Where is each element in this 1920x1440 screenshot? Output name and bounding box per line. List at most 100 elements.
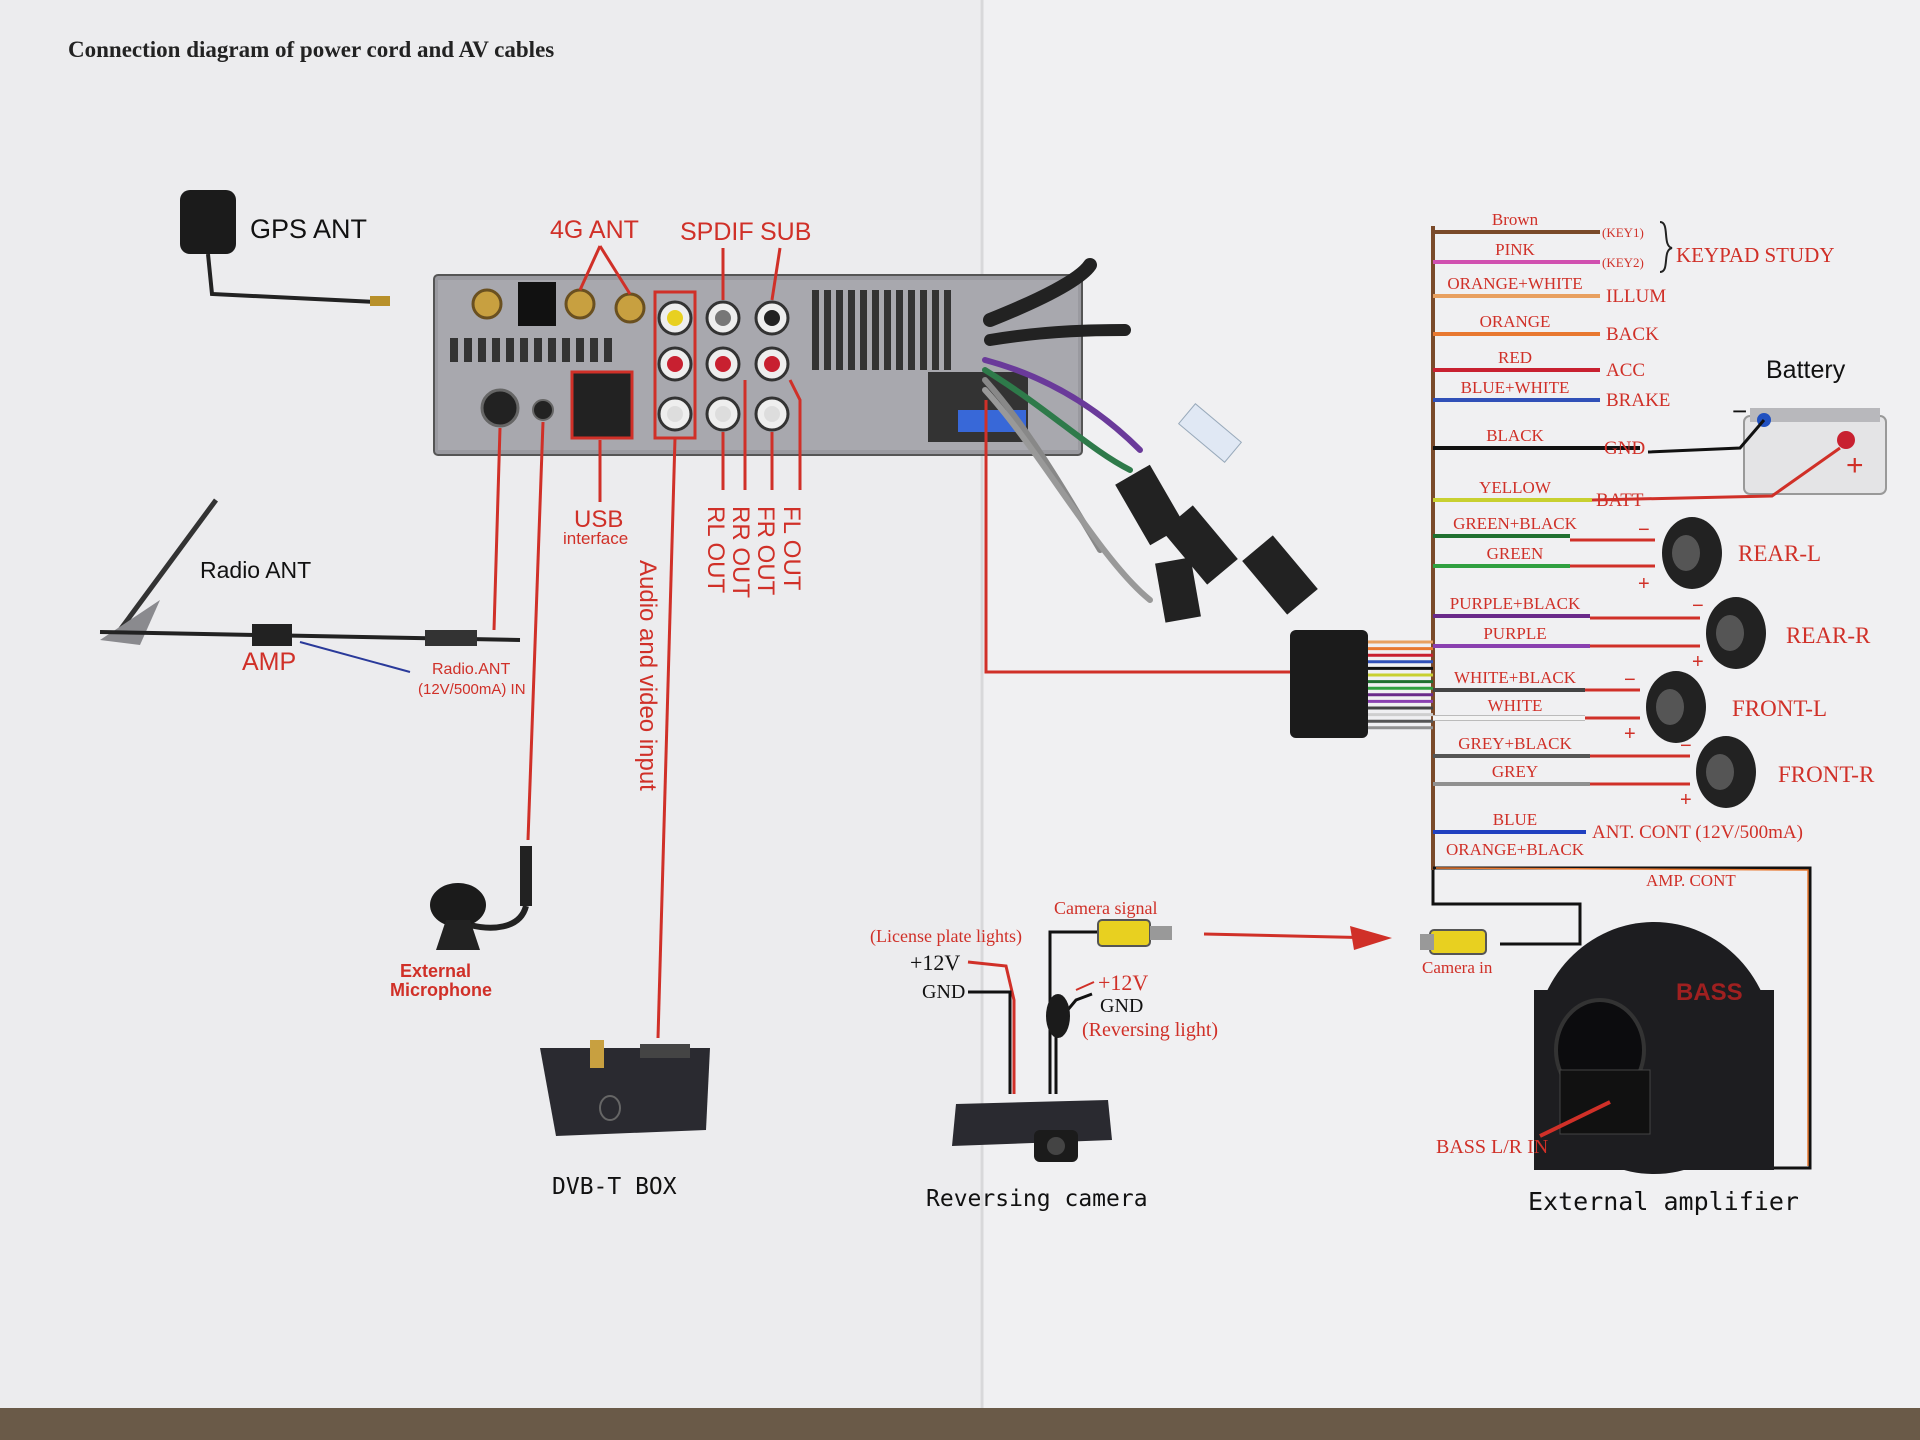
- svg-text:−: −: [1732, 396, 1747, 426]
- dvb-box-icon: [540, 1040, 710, 1136]
- 4g-ant-pointer: [578, 245, 632, 295]
- svg-text:+: +: [1638, 573, 1650, 595]
- ext-mic-label-1: External: [400, 961, 471, 981]
- subwoofer-amplifier-icon: BASS: [1534, 922, 1774, 1174]
- camera-in-label: Camera in: [1422, 958, 1493, 977]
- fr-out-label: FR OUT: [752, 506, 779, 596]
- radio-ant-pointer: [492, 427, 502, 631]
- wire-color-label: PURPLE: [1483, 624, 1546, 643]
- keypad-brace: [1659, 221, 1673, 273]
- svg-text:+: +: [1692, 651, 1704, 673]
- wire-color-label: GREY+BLACK: [1458, 734, 1572, 753]
- ext-amplifier-label: External amplifier: [1528, 1187, 1799, 1216]
- camera-signal-lead: [1048, 930, 1100, 1094]
- wire-color-label: GREEN: [1487, 544, 1544, 563]
- wire-color-label: GREY: [1492, 762, 1538, 781]
- wire-color-label: BLUE+WHITE: [1461, 378, 1570, 397]
- amp-cont-label: AMP. CONT: [1646, 871, 1736, 890]
- wire-function-label: (KEY1): [1602, 225, 1644, 240]
- svg-text:−: −: [1680, 735, 1692, 757]
- svg-text:+: +: [1624, 723, 1636, 745]
- wire-color-label: YELLOW: [1479, 478, 1552, 497]
- wire-function-label: ILLUM: [1606, 286, 1666, 307]
- wire-color-label: PINK: [1495, 240, 1535, 259]
- reversing-light-label: (Reversing light): [1082, 1019, 1218, 1041]
- page-title: Connection diagram of power cord and AV …: [68, 37, 554, 62]
- battery-icon: − +: [1732, 396, 1887, 495]
- fl-out-label: FL OUT: [778, 506, 805, 591]
- gnd-a-lead: [968, 990, 1012, 1094]
- wire-function-label: GND: [1604, 438, 1645, 459]
- dvb-box-label: DVB-T BOX: [552, 1174, 677, 1200]
- av-input-label: Audio and video input: [634, 560, 661, 791]
- wire-color-label: RED: [1498, 348, 1532, 367]
- speaker-front-l-icon: − +: [1585, 669, 1706, 745]
- wire-color-label: WHITE: [1488, 696, 1543, 715]
- harness-cables: [982, 258, 1318, 623]
- gps-ant-label: GPS ANT: [250, 214, 367, 244]
- wire-color-label: BLACK: [1486, 426, 1544, 445]
- radio-antenna-icon: [99, 498, 521, 673]
- head-unit-rear-panel: [433, 274, 1083, 456]
- wire-color-label: Brown: [1492, 210, 1539, 229]
- rr-out-label: RR OUT: [727, 506, 754, 598]
- camera-in-lead: [1431, 870, 1582, 946]
- speaker-front-r-icon: − +: [1590, 735, 1756, 811]
- radio-ant-in-label: Radio.ANT: [432, 661, 510, 678]
- battery-label: Battery: [1766, 356, 1846, 384]
- usb-sublabel: interface: [563, 529, 628, 548]
- camera-rca-plug-icon: [1097, 919, 1172, 947]
- mic-pointer: [526, 421, 545, 841]
- wire-color-label: WHITE+BLACK: [1454, 668, 1577, 687]
- sub-label: SUB: [760, 218, 811, 246]
- speaker-rear-l-icon: − +: [1570, 517, 1722, 595]
- camera-signal-label: Camera signal: [1054, 898, 1157, 918]
- connector-leads: [1368, 640, 1433, 730]
- plus12v-a-lead: [967, 960, 1016, 1094]
- front-r-label: FRONT-R: [1778, 762, 1875, 787]
- gps-antenna-icon: [180, 190, 390, 306]
- svg-text:+: +: [1680, 789, 1692, 811]
- wire-color-label: PURPLE+BLACK: [1450, 594, 1581, 613]
- svg-text:BASS: BASS: [1676, 979, 1743, 1006]
- rl-out-label: RL OUT: [702, 506, 729, 593]
- wire-function-label: BACK: [1606, 324, 1659, 345]
- wire-function-label: (KEY2): [1602, 255, 1644, 270]
- wire-function-label: ANT. CONT (12V/500mA): [1592, 822, 1803, 843]
- reversing-camera-label: Reversing camera: [926, 1186, 1148, 1212]
- bass-in-label: BASS L/R IN: [1436, 1136, 1548, 1158]
- reversing-splice: [1046, 994, 1070, 1038]
- svg-text:−: −: [1624, 669, 1636, 691]
- camera-in-rca-icon: [1420, 929, 1487, 955]
- usb-label: USB: [574, 506, 623, 533]
- svg-text:−: −: [1692, 595, 1704, 617]
- batt-lead: [1591, 446, 1841, 502]
- gnd-a-label: GND: [922, 981, 965, 1003]
- amp-label: AMP: [242, 648, 296, 676]
- wire-color-label: BLUE: [1493, 810, 1537, 829]
- rear-l-label: REAR-L: [1738, 541, 1821, 566]
- plus12v-b-pointer: [1075, 981, 1095, 991]
- gnd-b-label: GND: [1100, 995, 1143, 1017]
- gnd-lead: [1647, 419, 1766, 454]
- wire-list: Brown(KEY1)PINK(KEY2)ORANGE+WHITEILLUMOR…: [1433, 210, 1803, 859]
- 4g-ant-label: 4G ANT: [550, 216, 639, 244]
- front-l-label: FRONT-L: [1732, 696, 1827, 721]
- wire-function-label: ACC: [1606, 360, 1645, 381]
- svg-text:+: +: [1846, 449, 1864, 482]
- speaker-rear-r-icon: − +: [1590, 595, 1766, 673]
- wire-color-label: ORANGE+WHITE: [1447, 274, 1582, 293]
- license-lights-label: (License plate lights): [870, 926, 1022, 947]
- wire-color-label: ORANGE: [1480, 312, 1551, 331]
- plus12v-b-label: +12V: [1098, 970, 1148, 995]
- camera-arrow: [1203, 932, 1381, 940]
- table-edge: [0, 1408, 1920, 1440]
- radio-ant-in-spec: (12V/500mA) IN: [418, 681, 526, 698]
- rear-r-label: REAR-R: [1786, 623, 1871, 648]
- reversing-camera-icon: [952, 1100, 1112, 1162]
- keypad-study-label: KEYPAD STUDY: [1676, 243, 1835, 267]
- fl-out-pointer: [788, 379, 802, 490]
- av-input-pointer: [656, 437, 677, 1039]
